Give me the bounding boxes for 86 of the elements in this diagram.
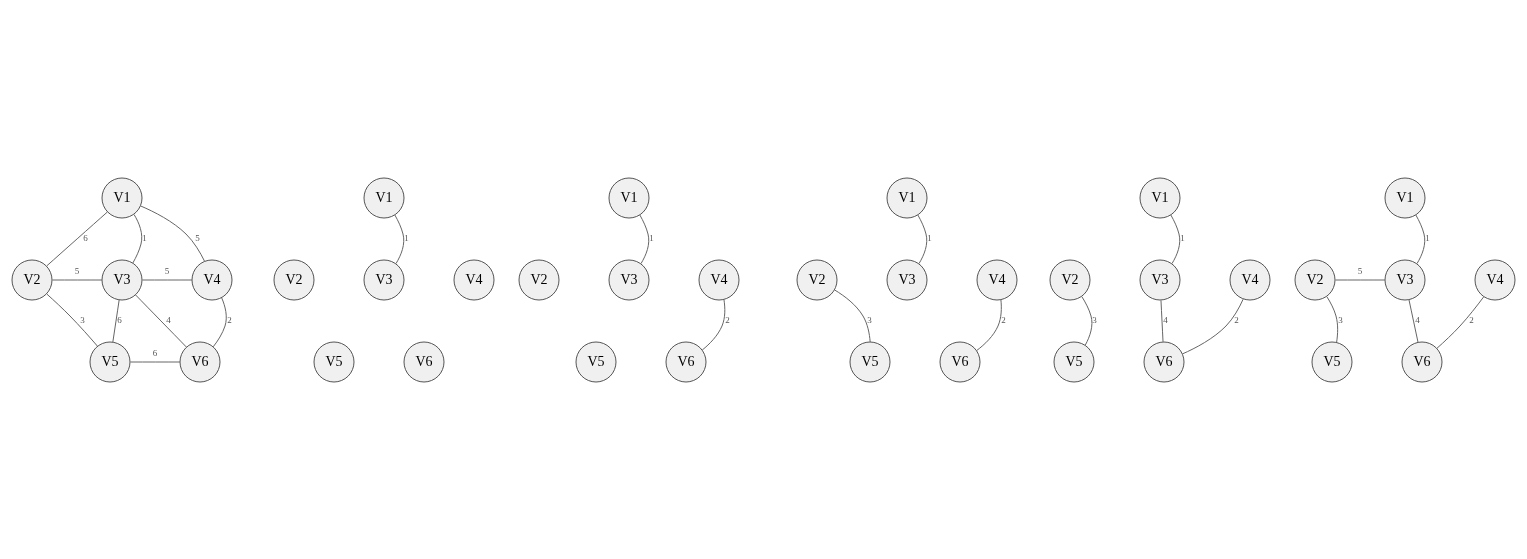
edge-label: 2 xyxy=(725,314,730,325)
node-circle: V3 xyxy=(101,259,143,300)
edge-label: 6 xyxy=(152,347,158,358)
connector xyxy=(701,298,726,350)
edge-label: 5 xyxy=(74,265,80,276)
node-circle: V4 xyxy=(1229,259,1271,300)
node-circle: V5 xyxy=(849,341,891,382)
node-circle: V4 xyxy=(453,259,495,300)
node-circle: V1 xyxy=(363,177,405,218)
edge-label: 5 xyxy=(195,232,200,243)
edge-label: 4 xyxy=(1415,314,1420,325)
node-circle: V1 xyxy=(1384,177,1426,218)
node-circle: V6 xyxy=(179,341,221,382)
connector xyxy=(1334,279,1386,280)
connector xyxy=(976,298,1002,351)
node-circle: V1 xyxy=(886,177,928,218)
node-circle: V4 xyxy=(1474,259,1516,300)
connector xyxy=(51,279,103,280)
node-circle: V3 xyxy=(1384,259,1426,300)
node-circle: V3 xyxy=(1139,259,1181,300)
node-circle: V5 xyxy=(575,341,617,382)
connector xyxy=(46,210,109,266)
edge-label: 6 xyxy=(117,314,122,325)
connector xyxy=(639,214,650,264)
connector xyxy=(141,279,193,280)
node-circle: V5 xyxy=(313,341,355,382)
connector xyxy=(140,204,206,262)
edge-label: 1 xyxy=(927,232,932,243)
edge-label: 2 xyxy=(227,314,232,325)
node-circle: V2 xyxy=(1049,259,1091,300)
edge-label: 1 xyxy=(404,232,409,243)
connector xyxy=(1081,295,1093,345)
edge-label: 4 xyxy=(166,314,171,325)
edge-label: 1 xyxy=(1425,232,1430,243)
connector xyxy=(834,288,871,342)
node-circle: V2 xyxy=(518,259,560,300)
connector xyxy=(135,293,187,347)
edge-label: 5 xyxy=(1357,265,1363,276)
edge-label: 2 xyxy=(1234,314,1239,325)
node-circle: V6 xyxy=(665,341,707,382)
edge-label: 6 xyxy=(83,232,88,243)
edge-label: 4 xyxy=(1163,314,1168,325)
edge-label: 1 xyxy=(649,232,654,243)
edge-label: 3 xyxy=(1092,314,1097,325)
node-circle: V6 xyxy=(1143,341,1185,382)
edge-label: 3 xyxy=(1338,314,1343,325)
connector xyxy=(129,361,181,362)
node-circle: V6 xyxy=(1401,341,1443,382)
edge-label: 3 xyxy=(867,314,872,325)
node-circle: V1 xyxy=(1139,177,1181,218)
node-circle: V3 xyxy=(608,259,650,300)
connector xyxy=(1170,214,1181,264)
edge-label: 2 xyxy=(1469,314,1474,325)
node-circle: V2 xyxy=(273,259,315,300)
connector xyxy=(1436,295,1485,349)
edge-label: 3 xyxy=(80,314,85,325)
node-circle: V4 xyxy=(191,259,233,300)
node-circle: V6 xyxy=(939,341,981,382)
node-circle: V1 xyxy=(101,177,143,218)
edge-label: 1 xyxy=(142,232,147,243)
connector xyxy=(112,298,120,343)
connector xyxy=(46,292,98,347)
connector xyxy=(917,214,928,264)
connector xyxy=(212,296,227,347)
node-circle: V1 xyxy=(608,177,650,218)
node-circle: V4 xyxy=(976,259,1018,300)
edge-label: 1 xyxy=(1180,232,1185,243)
connector xyxy=(394,214,405,264)
connector xyxy=(132,213,143,263)
node-circle: V2 xyxy=(1294,259,1336,300)
node-circle: V3 xyxy=(886,259,928,300)
node-circle: V3 xyxy=(363,259,405,300)
node-circle: V6 xyxy=(403,341,445,382)
connector xyxy=(1326,295,1339,343)
connector xyxy=(1408,298,1419,343)
node-circle: V2 xyxy=(796,259,838,300)
node-circle: V2 xyxy=(11,259,53,300)
connector xyxy=(1181,298,1244,354)
edge-label: 5 xyxy=(164,265,170,276)
node-circle: V5 xyxy=(1053,341,1095,382)
node-circle: V5 xyxy=(89,341,131,382)
node-circle: V5 xyxy=(1311,341,1353,382)
node-circle: V4 xyxy=(698,259,740,300)
connector xyxy=(1160,299,1164,342)
edge-label: 2 xyxy=(1001,314,1006,325)
connector xyxy=(1415,214,1426,264)
